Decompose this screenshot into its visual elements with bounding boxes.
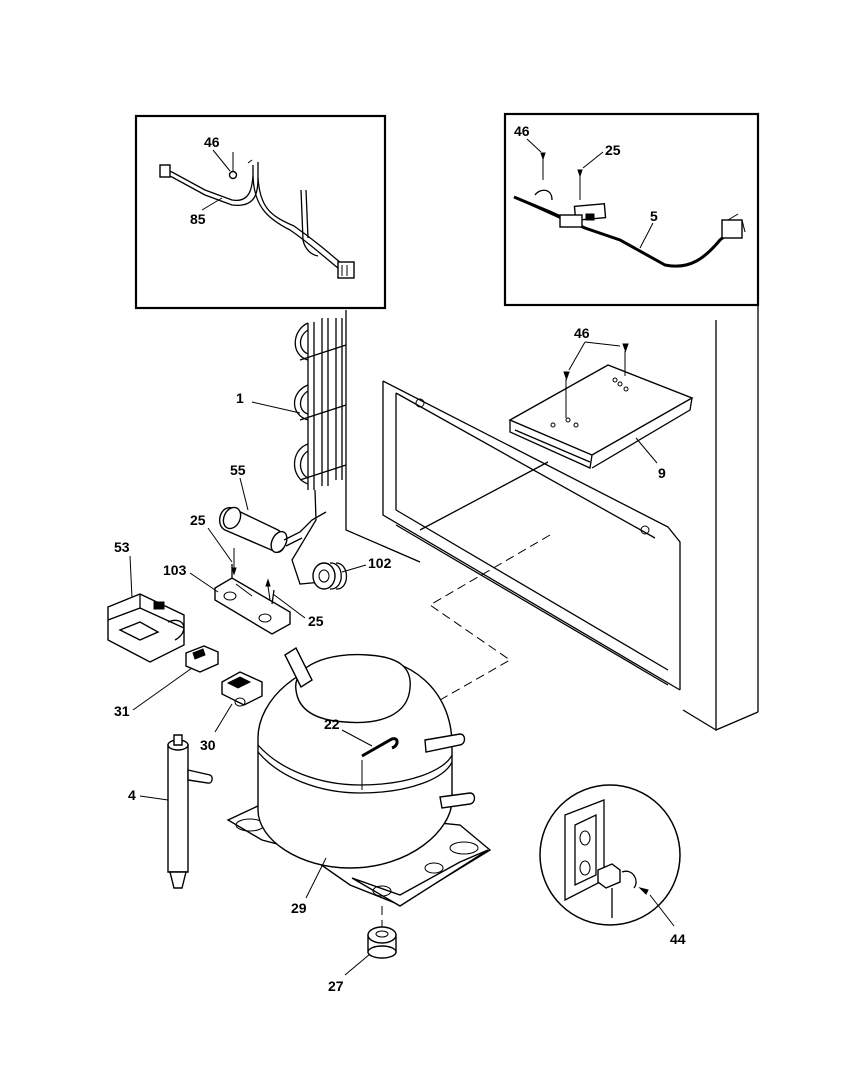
callout-25-bottom: 25 bbox=[308, 613, 324, 629]
callout-25-top: 25 bbox=[190, 512, 206, 528]
callout-29: 29 bbox=[291, 900, 307, 916]
relay-parts: 53 31 30 bbox=[107, 539, 263, 753]
callout-55: 55 bbox=[230, 462, 246, 478]
callout-30: 30 bbox=[200, 737, 216, 753]
callout-4: 4 bbox=[128, 787, 136, 803]
inset-right: 46 25 5 bbox=[503, 112, 760, 307]
capacitor-bracket: 55 25 103 25 102 bbox=[163, 462, 392, 635]
callout-22: 22 bbox=[324, 716, 340, 732]
callout-27: 27 bbox=[328, 978, 344, 994]
callout-46-left: 46 bbox=[204, 134, 220, 150]
compressor: 22 29 bbox=[226, 646, 492, 916]
compressor-grommet: 27 bbox=[328, 906, 397, 994]
callout-103: 103 bbox=[163, 562, 187, 578]
outlet-detail: 44 bbox=[539, 784, 686, 947]
cover-plate: 46 9 bbox=[508, 325, 694, 481]
callout-85: 85 bbox=[190, 211, 206, 227]
drier: 4 bbox=[128, 734, 213, 889]
callout-1: 1 bbox=[236, 390, 244, 406]
callout-25-right: 25 bbox=[605, 142, 621, 158]
callout-9: 9 bbox=[658, 465, 666, 481]
inset-left: 46 85 bbox=[134, 114, 387, 310]
condenser: 1 bbox=[236, 318, 347, 585]
callout-46-right: 46 bbox=[514, 123, 530, 139]
callout-44: 44 bbox=[670, 931, 686, 947]
callout-46-plate: 46 bbox=[574, 325, 590, 341]
callout-102: 102 bbox=[368, 555, 392, 571]
callout-31: 31 bbox=[114, 703, 130, 719]
callout-5: 5 bbox=[650, 208, 658, 224]
cabinet bbox=[345, 305, 759, 731]
callout-53: 53 bbox=[114, 539, 130, 555]
